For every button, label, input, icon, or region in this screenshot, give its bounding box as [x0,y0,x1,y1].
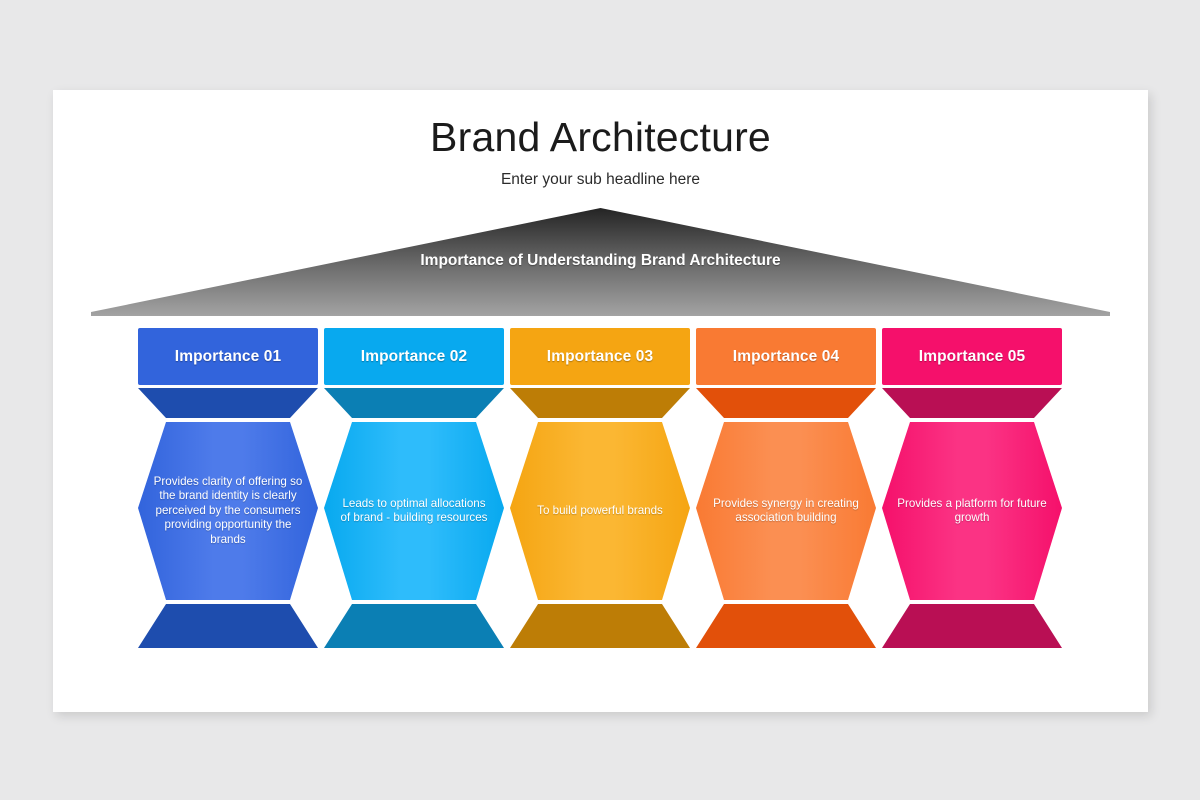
pillar-header-label: Importance 03 [546,347,654,365]
pillar-header-3[interactable]: Importance 03 [510,328,690,385]
pillar-header-label: Importance 01 [174,347,282,365]
pillar-header-4[interactable]: Importance 04 [696,328,876,385]
pillar-shape-icon [696,388,876,648]
pillar-shape-icon [324,388,504,648]
roof-triangle-icon [91,208,1110,316]
pillar-shape-icon [510,388,690,648]
pillar-header-1[interactable]: Importance 01 [138,328,318,385]
pillar-header-5[interactable]: Importance 05 [882,328,1062,385]
page-subtitle: Enter your sub headline here [500,171,701,188]
pillar-shape-icon [138,388,318,648]
slide-canvas: Brand Architecture Enter your sub headli… [53,90,1148,712]
pillar-header-label: Importance 02 [360,347,468,365]
roof-shape: Importance of Understanding Brand Archit… [53,208,1148,330]
pillar-shape-icon [882,388,1062,648]
pillar-header-2[interactable]: Importance 02 [324,328,504,385]
pillar-header-label: Importance 04 [732,347,840,365]
pillar-header-label: Importance 05 [918,347,1026,365]
page-title: Brand Architecture [430,114,771,160]
